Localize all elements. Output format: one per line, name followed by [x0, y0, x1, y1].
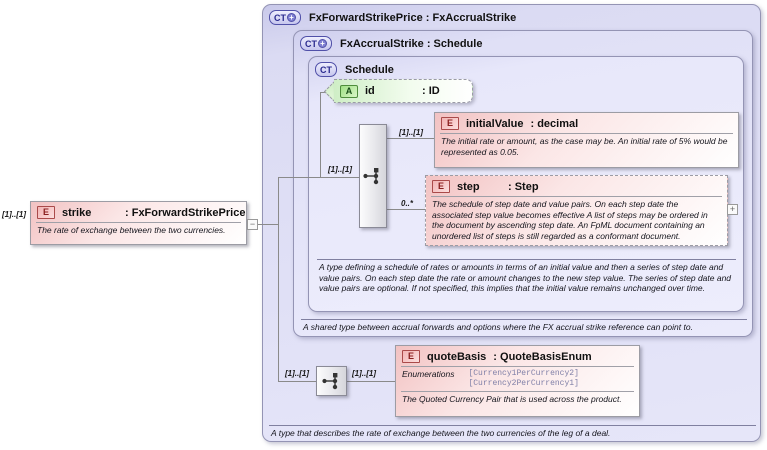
- derived-plus-icon: +: [318, 39, 327, 48]
- element-title-row: E quoteBasis : QuoteBasisEnum: [396, 346, 639, 366]
- type-annotation: A shared type between accrual forwards a…: [301, 318, 747, 333]
- divider: [431, 196, 722, 197]
- element-type: : Step: [508, 180, 539, 193]
- divider: [440, 133, 733, 134]
- cardinality-label: [1]..[1]: [2, 210, 26, 219]
- expand-toggle[interactable]: +: [727, 204, 738, 215]
- element-name: step: [457, 180, 480, 193]
- enumerations-row: Enumerations [Currency1PerCurrency2] [Cu…: [396, 367, 639, 391]
- element-badge: E: [432, 180, 450, 193]
- type-title: FxAccrualStrike : Schedule: [340, 37, 483, 50]
- complextype-badge: CT+: [300, 36, 332, 51]
- element-type: : QuoteBasisEnum: [493, 350, 592, 363]
- cardinality-label: [1]..[1]: [352, 369, 376, 378]
- element-name: initialValue: [466, 117, 524, 130]
- type-header-schedule: CT Schedule: [315, 62, 394, 77]
- connector-strike-line: [258, 224, 279, 225]
- element-annotation: The rate of exchange between the two cur…: [37, 225, 226, 235]
- element-title-row: E strike : FxForwardStrikePrice: [31, 202, 246, 222]
- element-box-initialvalue[interactable]: E initialValue : decimal The initial rat…: [434, 112, 739, 168]
- type-header-fxforwardstrikeprice: CT+ FxForwardStrikePrice : FxAccrualStri…: [269, 10, 516, 25]
- element-type: : FxForwardStrikePrice: [125, 206, 246, 219]
- sequence-compositor[interactable]: [316, 366, 347, 396]
- enumeration-value: [Currency2PerCurrency1]: [468, 379, 579, 388]
- type-title: Schedule: [345, 63, 394, 76]
- connector-quotebasis-line-left: [278, 381, 316, 382]
- connector-schedule-content-line: [278, 177, 359, 178]
- complextype-badge-label: CT: [320, 64, 332, 75]
- connector-step-line: [387, 209, 425, 210]
- element-annotation: The Quoted Currency Pair that is used ac…: [402, 394, 622, 404]
- complextype-badge: CT+: [269, 10, 301, 25]
- derived-plus-icon: +: [287, 13, 296, 22]
- type-annotation: A type defining a schedule of rates or a…: [317, 259, 736, 294]
- element-box-step[interactable]: E step : Step The schedule of step date …: [425, 175, 728, 246]
- attribute-box-id[interactable]: A id : ID: [334, 79, 473, 103]
- type-header-fxaccrualstrike: CT+ FxAccrualStrike : Schedule: [300, 36, 482, 51]
- element-title-row: E step : Step: [426, 176, 727, 196]
- attribute-badge: A: [340, 84, 358, 98]
- sequence-icon: [363, 168, 379, 185]
- element-box-strike[interactable]: E strike : FxForwardStrikePrice The rate…: [30, 201, 247, 245]
- sequence-compositor[interactable]: [359, 124, 387, 228]
- complextype-badge: CT: [315, 62, 337, 77]
- cardinality-label: 0..*: [401, 199, 414, 208]
- complextype-badge-label: CT: [274, 12, 286, 23]
- element-name: strike: [62, 206, 92, 219]
- collapse-toggle[interactable]: −: [247, 219, 258, 230]
- divider: [401, 366, 634, 367]
- divider: [401, 391, 634, 392]
- element-type: : decimal: [530, 117, 579, 130]
- attribute-type: : ID: [422, 85, 440, 97]
- element-name: quoteBasis: [427, 350, 487, 363]
- enumeration-value: [Currency1PerCurrency2]: [468, 369, 579, 378]
- element-title-row: E initialValue : decimal: [435, 113, 738, 133]
- cardinality-label: [1]..[1]: [399, 128, 423, 137]
- element-badge: E: [402, 350, 420, 363]
- enumerations-label: Enumerations: [402, 369, 455, 379]
- complextype-badge-label: CT: [305, 38, 317, 49]
- connector-quotebasis-line-right: [347, 381, 395, 382]
- type-title: FxForwardStrikePrice : FxAccrualStrike: [309, 11, 517, 24]
- connector-initialvalue-line: [387, 138, 434, 139]
- cardinality-label: [1]..[1]: [285, 369, 309, 378]
- element-badge: E: [441, 117, 459, 130]
- element-badge: E: [37, 206, 55, 219]
- divider: [36, 222, 241, 223]
- cardinality-label: [1]..[1]: [328, 165, 352, 174]
- type-annotation: A type that describes the rate of exchan…: [269, 424, 756, 439]
- enumeration-values: [Currency1PerCurrency2] [Currency2PerCur…: [468, 369, 578, 389]
- element-annotation: The initial rate or amount, as the case …: [441, 136, 728, 157]
- sequence-icon: [321, 373, 337, 390]
- connector-trunk-line: [278, 177, 279, 382]
- attribute-name: id: [365, 85, 375, 97]
- element-annotation: The schedule of step date and value pair…: [432, 199, 708, 241]
- connector-id-line: [320, 92, 321, 178]
- element-box-quotebasis[interactable]: E quoteBasis : QuoteBasisEnum Enumeratio…: [395, 345, 640, 417]
